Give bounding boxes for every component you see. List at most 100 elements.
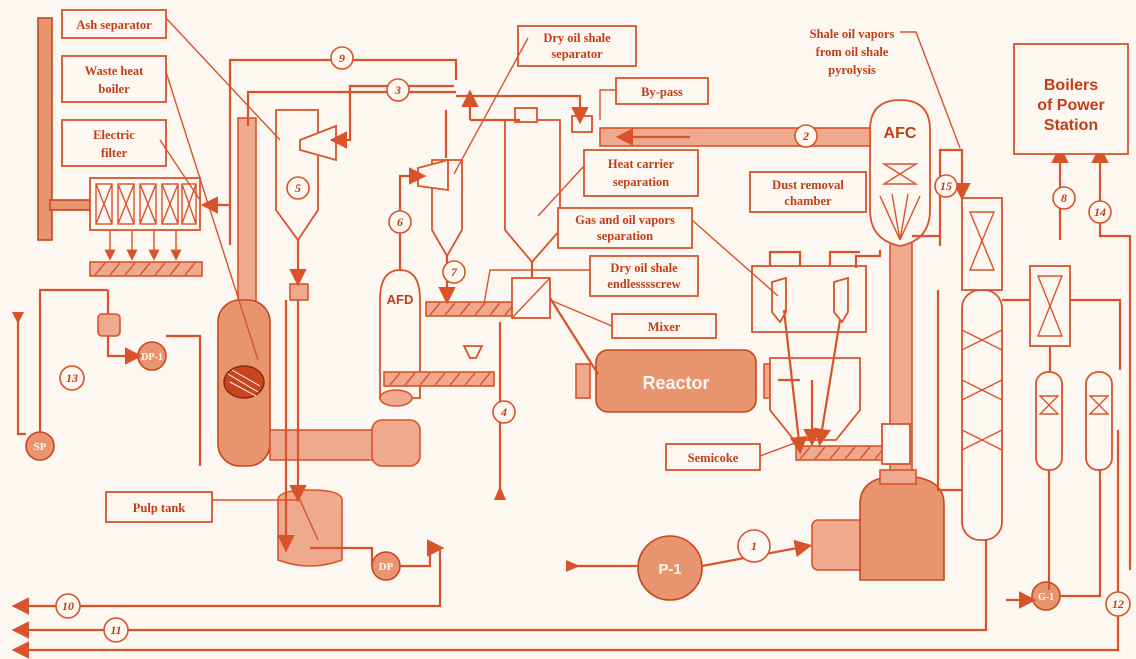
stream-number-4: 4	[492, 400, 516, 424]
mixer	[511, 277, 551, 319]
svg-text:Mixer: Mixer	[648, 320, 681, 334]
label-dust-removal-chamber: Dust removal chamber	[749, 171, 867, 213]
pulp-tank	[277, 489, 343, 567]
ash-separator-cyclone	[275, 109, 337, 242]
feed-inlet-marker	[12, 312, 24, 324]
svg-text:separation: separation	[613, 175, 669, 189]
label-mixer: Mixer	[549, 299, 717, 339]
label-semicoke: Semicoke	[665, 429, 831, 471]
svg-text:Waste heat: Waste heat	[85, 64, 145, 78]
label-gas-oil-vapors-separation: Gas and oil vapors separation	[557, 207, 779, 297]
afc-blower	[811, 469, 945, 581]
p1-pump	[637, 535, 703, 601]
mixing-tank	[97, 313, 121, 337]
svg-text:2: 2	[802, 129, 809, 143]
svg-text:9: 9	[339, 51, 345, 65]
stream-number-12: 12	[1105, 591, 1131, 617]
dust-removal-chamber	[751, 265, 867, 441]
svg-text:chamber: chamber	[784, 194, 832, 208]
svg-text:pyrolysis: pyrolysis	[828, 63, 876, 77]
svg-text:11: 11	[110, 623, 121, 637]
svg-text:5: 5	[295, 181, 301, 195]
label-dry-oil-shale-separator: Dry oil shale separator	[453, 25, 637, 175]
svg-text:boiler: boiler	[98, 82, 130, 96]
stream-number-10: 10	[55, 593, 81, 619]
svg-text:10: 10	[62, 599, 74, 613]
svg-text:of Power: of Power	[1037, 97, 1105, 114]
reactor-label: Reactor	[642, 373, 709, 393]
svg-text:12: 12	[1112, 597, 1124, 611]
svg-text:Shale oil vapors: Shale oil vapors	[810, 27, 895, 41]
svg-text:14: 14	[1094, 205, 1106, 219]
svg-text:separator: separator	[551, 47, 603, 61]
afd-riser	[371, 269, 421, 467]
stream-number-2: 2	[794, 124, 818, 148]
feed-screws	[383, 301, 517, 387]
svg-text:Semicoke: Semicoke	[688, 451, 739, 465]
stream-number-5: 5	[286, 176, 310, 200]
stream-number-1: 1	[737, 529, 771, 563]
sp-label: SP	[34, 441, 47, 453]
svg-text:Electric: Electric	[93, 128, 135, 142]
stream-number-14: 14	[1088, 200, 1112, 224]
svg-text:Boilers: Boilers	[1044, 77, 1098, 94]
chimney	[37, 17, 91, 241]
svg-text:8: 8	[1061, 191, 1067, 205]
waste-heat-boiler	[217, 117, 381, 467]
svg-text:Pulp tank: Pulp tank	[133, 501, 186, 515]
sp-feed-line	[16, 312, 26, 436]
label-pulp-tank: Pulp tank	[105, 491, 319, 541]
svg-text:from oil shale: from oil shale	[816, 45, 889, 59]
label-ash-separator: Ash separator	[61, 9, 281, 141]
svg-text:By-pass: By-pass	[641, 85, 683, 99]
svg-text:15: 15	[940, 179, 952, 193]
semicoke-screw	[795, 423, 911, 465]
svg-text:1: 1	[751, 539, 757, 553]
svg-text:Gas and oil vapors: Gas and oil vapors	[575, 213, 675, 227]
label-dry-oil-shale-screw: Dry oil shale endlesssscrew	[483, 255, 699, 305]
stream-number-7: 7	[442, 260, 466, 284]
svg-text:Station: Station	[1044, 117, 1098, 134]
stream4-inlet-marker	[494, 486, 506, 500]
filter-ash-screw	[89, 261, 203, 277]
p1-label: P-1	[658, 561, 681, 578]
svg-text:13: 13	[66, 371, 78, 385]
label-boilers-of-power-station: Boilers of Power Station	[1013, 43, 1129, 155]
distillation-column	[961, 197, 1113, 541]
stream-number-13: 13	[59, 365, 85, 391]
svg-text:7: 7	[451, 265, 458, 279]
label-shale-oil-vapors: Shale oil vapors from oil shale pyrolysi…	[810, 27, 961, 149]
dp1-label: DP-1	[141, 352, 163, 363]
svg-text:Heat carrier: Heat carrier	[608, 157, 675, 171]
dp-label: DP	[379, 561, 394, 573]
svg-text:6: 6	[397, 215, 403, 229]
electric-filter	[89, 177, 201, 261]
g1-label: G-1	[1038, 592, 1054, 603]
svg-text:Dust removal: Dust removal	[772, 178, 844, 192]
afd-label: AFD	[387, 292, 414, 307]
label-by-pass: By-pass	[599, 77, 709, 120]
svg-text:4: 4	[500, 405, 507, 419]
stream-number-11: 11	[103, 617, 129, 643]
label-electric-filter: Electric filter	[61, 119, 201, 201]
heat-carrier-cyclone	[504, 107, 593, 264]
svg-text:endlesssscrew: endlesssscrew	[607, 277, 680, 291]
stream-number-3: 3	[386, 78, 410, 102]
svg-text:Ash separator: Ash separator	[76, 18, 152, 32]
dry-shale-separator-cyclone	[417, 158, 463, 258]
stream-number-8: 8	[1052, 186, 1076, 210]
afc-label: AFC	[884, 125, 917, 142]
p1-inlet-marker	[566, 560, 580, 572]
stream-number-9: 9	[330, 46, 354, 70]
svg-text:3: 3	[394, 83, 401, 97]
stream-number-15: 15	[934, 174, 958, 198]
label-waste-heat-boiler: Waste heat boiler	[61, 55, 259, 361]
ash-sluice	[289, 283, 309, 301]
label-heat-carrier-separation: Heat carrier separation	[537, 149, 699, 217]
svg-text:Dry oil shale: Dry oil shale	[610, 261, 678, 275]
svg-text:Dry oil shale: Dry oil shale	[543, 31, 611, 45]
svg-text:separation: separation	[597, 229, 653, 243]
stream-number-6: 6	[388, 210, 412, 234]
